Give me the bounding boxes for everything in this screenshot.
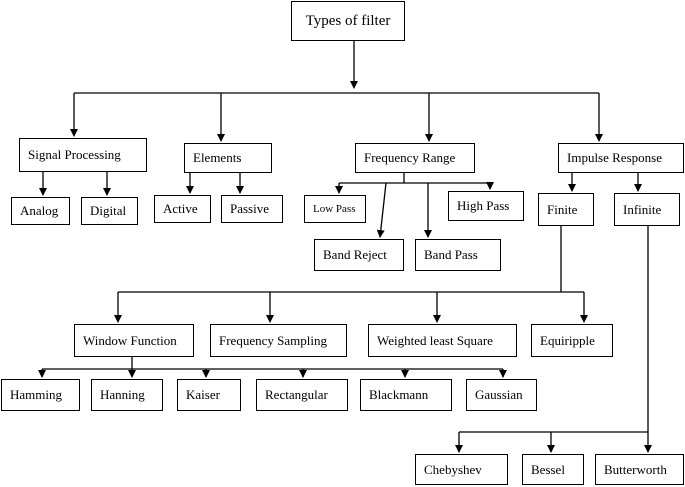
node-infinite: Infinite [614, 193, 680, 226]
node-high-pass: High Pass [448, 191, 524, 221]
node-analog: Analog [11, 197, 70, 225]
node-types-of-filter: Types of filter [291, 1, 405, 41]
node-finite: Finite [538, 193, 594, 226]
node-equiripple: Equiripple [531, 324, 613, 357]
node-impulse-response: Impulse Response [558, 143, 684, 173]
node-frequency-range: Frequency Range [355, 143, 475, 173]
connector-arrow [376, 182, 387, 238]
node-bessel: Bessel [522, 454, 584, 485]
node-hamming: Hamming [1, 379, 80, 411]
node-signal-processing: Signal Processing [19, 138, 147, 172]
node-blackmann: Blackmann [360, 379, 452, 411]
node-band-reject: Band Reject [314, 239, 404, 271]
node-weighted-least-square: Weighted least Square [368, 324, 517, 357]
node-frequency-sampling: Frequency Sampling [210, 324, 347, 357]
node-butterworth: Butterworth [595, 454, 684, 485]
node-kaiser: Kaiser [177, 379, 241, 411]
node-hanning: Hanning [91, 379, 163, 411]
node-band-pass: Band Pass [415, 239, 501, 271]
node-rectangular: Rectangular [256, 379, 348, 411]
node-low-pass: Low Pass [304, 195, 366, 223]
node-passive: Passive [221, 195, 283, 223]
node-active: Active [154, 195, 211, 223]
node-elements: Elements [184, 143, 272, 173]
node-window-function: Window Function [74, 324, 194, 357]
node-digital: Digital [81, 197, 138, 225]
node-gaussian: Gaussian [466, 379, 537, 411]
node-chebyshev: Chebyshev [415, 454, 508, 485]
